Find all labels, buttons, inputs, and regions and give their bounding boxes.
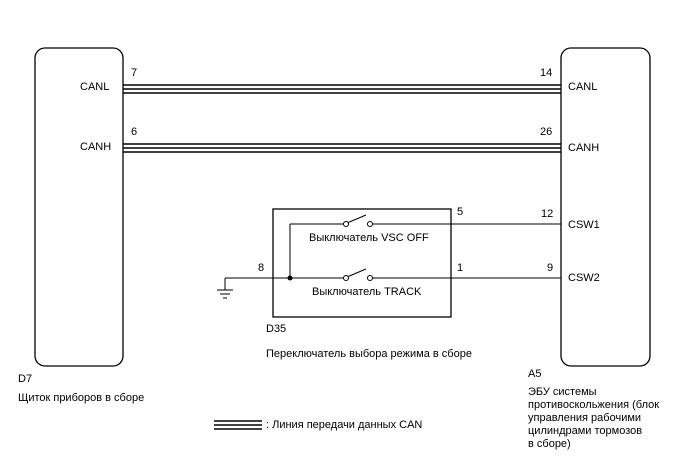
d35-ground-pin: 8	[258, 262, 264, 274]
d7-code: D7	[18, 373, 33, 385]
instrument-cluster-block	[34, 47, 124, 367]
d7-canh-pin: 6	[131, 126, 137, 138]
d35-name: Переключатель выбора режима в сборе	[266, 348, 472, 360]
d7-canl-pin: 7	[131, 67, 137, 79]
d7-name: Щиток приборов в сборе	[18, 392, 145, 404]
d35-code: D35	[266, 323, 287, 335]
mode-select-switch-block	[272, 208, 452, 318]
d7-canl-label: CANL	[80, 81, 109, 93]
d35-track-pin: 1	[457, 262, 463, 274]
track-switch-label: Выключатель TRACK	[312, 286, 422, 298]
canh-bus-line	[123, 143, 561, 153]
a5-csw2-label: CSW2	[568, 272, 600, 284]
d7-canh-label: CANH	[80, 141, 111, 153]
csw1-wire	[289, 223, 561, 278]
a5-code: A5	[528, 368, 542, 380]
a5-canh-label: CANH	[568, 142, 599, 154]
a5-csw2-pin: 9	[547, 262, 553, 274]
vsc-off-switch-label: Выключатель VSC OFF	[309, 232, 429, 244]
a5-name-line-1: ЭБУ системы	[528, 386, 597, 398]
a5-canh-pin: 26	[540, 126, 552, 138]
vsc-off-switch-contact	[343, 214, 373, 227]
track-switch-contact	[343, 268, 373, 281]
a5-canl-pin: 14	[540, 67, 552, 79]
a5-name-line-3: управления рабочими	[528, 412, 642, 424]
a5-name-line-4: цилиндрами тормозов	[528, 425, 643, 437]
skid-control-ecu-block	[560, 47, 651, 367]
a5-csw1-label: CSW1	[568, 219, 600, 231]
junction-dot	[287, 275, 293, 281]
a5-name-line-5: в сборе)	[528, 438, 571, 450]
legend-can-line-text: : Линия передачи данных CAN	[266, 419, 423, 431]
a5-name-line-2: противоскольжения (блок	[528, 399, 660, 411]
ground-icon	[217, 278, 233, 299]
canl-bus-line	[123, 84, 561, 94]
d35-vsc-off-pin: 5	[457, 206, 463, 218]
a5-csw1-pin: 12	[541, 208, 553, 220]
a5-canl-label: CANL	[568, 81, 597, 93]
legend-can-line-symbol	[214, 420, 262, 430]
